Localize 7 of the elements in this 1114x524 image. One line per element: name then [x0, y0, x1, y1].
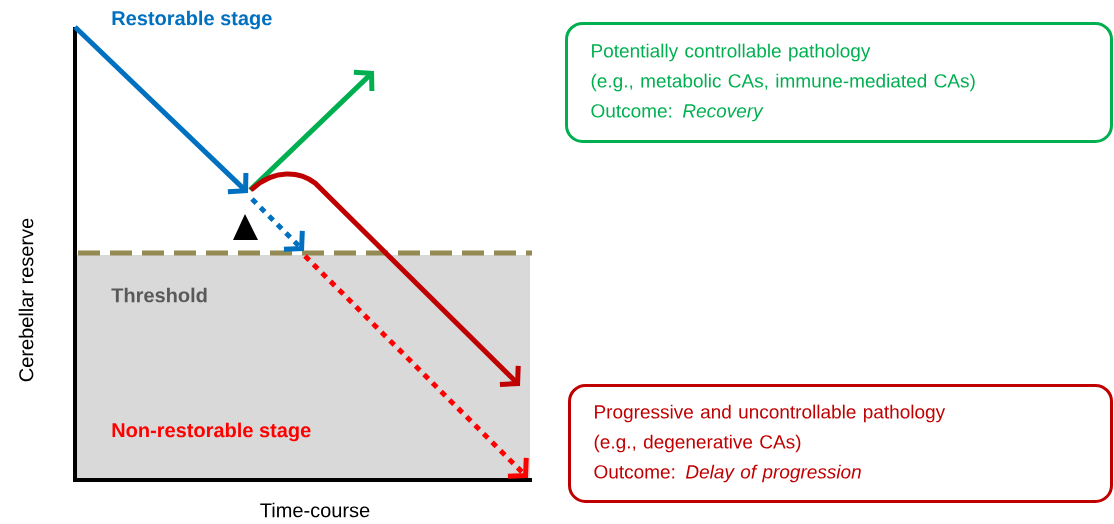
outcome-box: Potentially controllable pathology (e.g., metabolic CAs, immune-mediated CAs) Outcome: Recovery — [565, 22, 1113, 143]
axis-label: Time-course — [260, 502, 370, 518]
threshold-label: Threshold — [111, 287, 207, 303]
stage-label: Restorable stage — [112, 10, 272, 30]
stage-label: Non-restorable stage — [112, 422, 311, 442]
outcome-box: Progressive and uncontrollable pathology (e.g., degenerative CAs) Outcome: Delay of progression — [568, 384, 1113, 503]
axis-label: Cerebellar reserve — [18, 218, 34, 382]
